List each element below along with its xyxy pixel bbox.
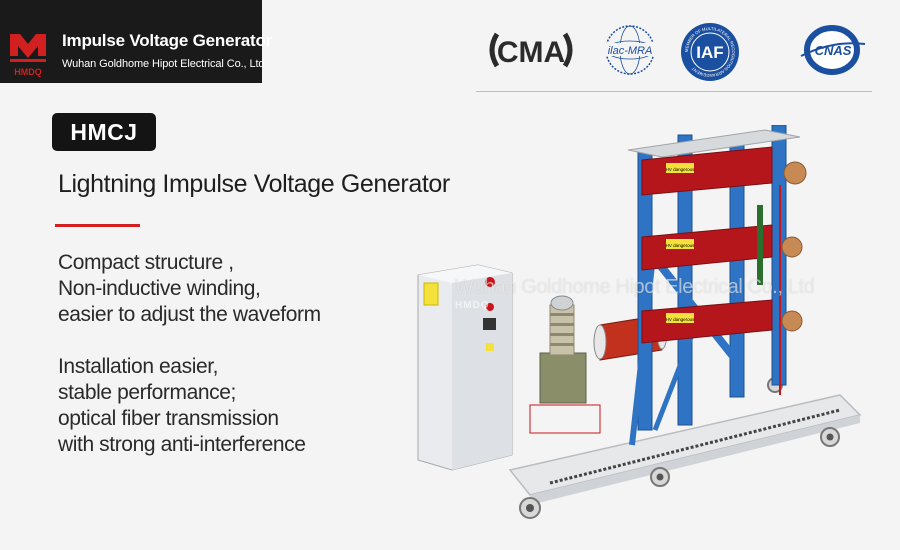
brand-logo-icon: HMDQ bbox=[6, 30, 50, 78]
cma-text: CMA bbox=[497, 36, 565, 69]
sphere-gap-icon bbox=[783, 161, 807, 185]
generator-tower: HV dangerous HV dangerous HV dangerous bbox=[627, 125, 807, 446]
ilac-mra-logo-icon: ilac-MRA bbox=[597, 22, 663, 78]
title-underline bbox=[55, 224, 140, 227]
feature-line: stable performance; bbox=[58, 381, 236, 404]
feature-line: with strong anti-interference bbox=[58, 433, 306, 456]
model-badge: HMCJ bbox=[52, 113, 156, 151]
feature-gap bbox=[58, 328, 321, 354]
product-title: Lightning Impulse Voltage Generator bbox=[58, 170, 450, 198]
capacitor-block: HV dangerous bbox=[641, 146, 773, 196]
brand-logo-text: HMDQ bbox=[14, 67, 42, 77]
capacitor-block: HV dangerous bbox=[641, 224, 773, 271]
feature-line: Installation easier, bbox=[58, 355, 219, 378]
capacitor-block: HV dangerous bbox=[641, 299, 773, 344]
warning-label-text: HV dangerous bbox=[666, 243, 696, 248]
cnas-text: CNAS bbox=[815, 43, 852, 58]
watermark-text: Wuhan Goldhome Hipot Electrical Co., Ltd bbox=[455, 276, 815, 298]
cert-divider bbox=[476, 91, 872, 92]
hv-transformer bbox=[529, 295, 601, 434]
warning-label-text: HV dangerous bbox=[666, 167, 696, 172]
sphere-gap-icon bbox=[781, 310, 803, 332]
watermark-logo: HMDQ bbox=[455, 300, 490, 311]
iaf-logo-icon: MEMBER OF MULTILATERAL RECOGNITION ARRAN… bbox=[680, 22, 740, 81]
impulse-generator-illustration: HV dangerous HV dangerous HV dangerous bbox=[417, 125, 862, 519]
feature-line: Non-inductive winding, bbox=[58, 277, 261, 300]
warning-label-text: HV dangerous bbox=[666, 317, 696, 322]
sphere-gap-icon bbox=[781, 236, 803, 258]
control-cabinet bbox=[417, 264, 513, 471]
cnas-logo-icon: CNAS bbox=[793, 22, 871, 78]
feature-line: Compact structure , bbox=[58, 251, 234, 274]
wheel-icon bbox=[519, 497, 541, 519]
feature-line: optical fiber transmission bbox=[58, 407, 279, 430]
wheel-icon bbox=[650, 467, 670, 487]
cma-logo-icon: CMA bbox=[483, 22, 579, 78]
iaf-text: IAF bbox=[696, 43, 723, 62]
header-bar: HMDQ Impulse Voltage Generator Wuhan Gol… bbox=[0, 0, 272, 83]
base-frame bbox=[508, 394, 862, 505]
feature-list: Compact structure , Non-inductive windin… bbox=[58, 250, 321, 458]
wheel-icon bbox=[820, 427, 840, 447]
ilac-mra-text: ilac-MRA bbox=[608, 45, 653, 57]
header-title: Impulse Voltage Generator bbox=[62, 31, 273, 50]
header-company: Wuhan Goldhome Hipot Electrical Co., Ltd bbox=[62, 58, 265, 70]
feature-line: easier to adjust the waveform bbox=[58, 303, 321, 326]
